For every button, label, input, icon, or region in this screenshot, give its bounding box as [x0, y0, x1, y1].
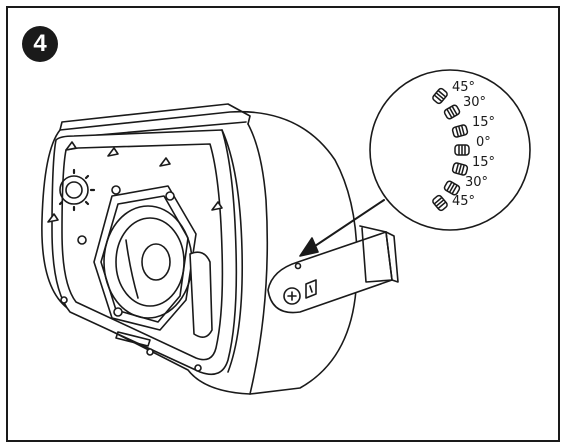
angle-label-45-up: 45° — [452, 80, 476, 95]
angle-label-45-down: 45° — [452, 194, 476, 209]
detent-position-icons — [432, 87, 470, 212]
driver-surround-inner — [100, 195, 189, 323]
woofer-cone — [115, 217, 185, 307]
baffle-side-edge — [221, 129, 244, 373]
arrowhead — [299, 237, 319, 257]
angle-label-30-up: 30° — [463, 95, 487, 110]
tweeter-ring — [59, 175, 89, 205]
bracket-end-return — [385, 231, 399, 283]
angle-label-15-up: 15° — [472, 115, 496, 130]
angle-label-30-down: 30° — [465, 175, 489, 190]
baffle-screws — [60, 185, 202, 372]
step-number-badge: 4 — [22, 26, 58, 62]
tweeter-ticks — [58, 168, 96, 212]
cabinet-right-curve — [247, 123, 269, 395]
angle-label-0: 0° — [476, 135, 491, 150]
direction-arrow-icon — [305, 199, 385, 253]
bracket-pivot — [294, 262, 302, 270]
tweeter-dome — [65, 181, 83, 199]
woofer-dustcap — [141, 243, 171, 281]
angle-label-15-down: 15° — [472, 155, 496, 170]
detail-callout-circle — [369, 69, 531, 231]
bracket-edge — [359, 225, 393, 283]
screw-cross — [287, 291, 297, 301]
detent-window-mark — [309, 285, 313, 293]
step-number: 4 — [33, 30, 47, 57]
bass-port — [189, 251, 213, 338]
bottom-slot — [115, 331, 151, 347]
cabinet-top-edge — [59, 103, 251, 131]
woofer-cone-shading — [125, 239, 139, 299]
